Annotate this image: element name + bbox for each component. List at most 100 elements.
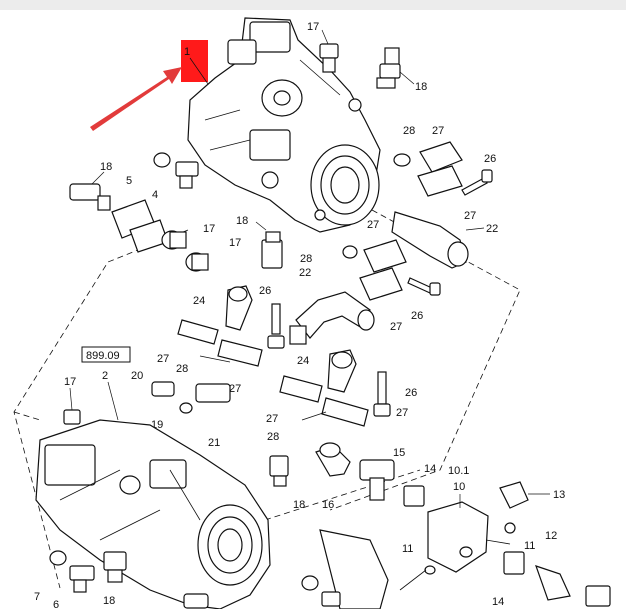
callout-24-mid: 24 (193, 295, 205, 307)
part-28-ring-mid (342, 245, 358, 259)
part-5-washer (153, 152, 171, 168)
part-22-pipe-upper (391, 211, 485, 269)
part-11-rod-right (485, 539, 511, 545)
part-16-elbow (315, 442, 351, 477)
callout-20: 20 (131, 370, 143, 382)
part-17-plug-lower (63, 387, 81, 425)
callout-26-upper: 26 (484, 153, 496, 165)
callout-17-lower: 17 (64, 376, 76, 388)
callout-5: 5 (126, 175, 132, 187)
upper-pump-body (187, 17, 381, 233)
part-4-bolt (175, 161, 199, 189)
callout-27-mid-left-b: 27 (229, 383, 241, 395)
part-7-washer (49, 550, 67, 566)
top-bar (0, 0, 626, 10)
callout-18-lower: 18 (103, 595, 115, 607)
part-17-fitting-mid-b (185, 252, 209, 272)
part-14-fitting-b (503, 551, 525, 575)
callout-17-mid-b: 17 (229, 237, 241, 249)
part-27-clamp-upper (417, 141, 463, 197)
callout-10: 10 (453, 481, 465, 493)
part-26-bolt-mid (407, 277, 441, 296)
part-20-plug (151, 381, 175, 397)
callout-10-1: 10.1 (448, 465, 469, 477)
leader-2 (107, 381, 119, 421)
callout-24-lower: 24 (297, 355, 309, 367)
part-18-fitting-lower (103, 551, 127, 583)
part-18-fitting-lower-mid (269, 455, 289, 487)
clamp-pair-middle (111, 199, 169, 253)
callout-27-upper: 27 (432, 125, 444, 137)
callout-27-upper-c: 27 (367, 219, 379, 231)
callout-26-lower: 26 (405, 387, 417, 399)
callout-14-b: 14 (492, 596, 504, 608)
callout-18-mid: 18 (236, 215, 248, 227)
part-21-fitting (195, 383, 231, 403)
callout-13: 13 (553, 489, 565, 501)
part-18-sensor-mid (255, 221, 283, 269)
callout-27-lower: 27 (266, 413, 278, 425)
part-27-clamp-lower (279, 375, 369, 427)
fitting-lower-right (535, 565, 611, 607)
part-27-clamp-mid (359, 239, 407, 301)
callout-7: 7 (34, 591, 40, 603)
part-27-clamp-mid-left (177, 319, 263, 367)
callout-27-lower-b: 27 (396, 407, 408, 419)
callout-2: 2 (102, 370, 108, 382)
callout-28-mid-left: 28 (176, 363, 188, 375)
part-18-sensor-top (376, 47, 415, 89)
washer-lower (301, 575, 319, 591)
callout-21: 21 (208, 437, 220, 449)
part-17-fitting-mid-a (161, 230, 187, 250)
callout-15: 15 (393, 447, 405, 459)
part-13-cap (499, 481, 550, 509)
part-15-tee (359, 459, 395, 501)
callout-16: 16 (322, 499, 334, 511)
callout-14-a: 14 (424, 463, 436, 475)
callout-11-left: 11 (402, 543, 413, 555)
part-28-pin-lower (301, 411, 327, 421)
part-12-nut (504, 522, 516, 534)
highlight-marker (181, 40, 208, 82)
part-19-ring (179, 402, 193, 414)
callout-18-top: 18 (415, 81, 427, 93)
callout-17-top: 17 (307, 21, 319, 33)
part-14-fitting-a (403, 485, 425, 507)
callout-4: 4 (152, 189, 158, 201)
callout-1: 1 (184, 46, 190, 58)
callout-17-mid-a: 17 (203, 223, 215, 235)
part-6-bolt (69, 565, 95, 593)
callout-27-mid: 27 (390, 321, 402, 333)
callout-27-mid-left: 27 (157, 353, 169, 365)
callout-18-lower-mid: 18 (293, 499, 305, 511)
part-17-plug-top (319, 29, 339, 73)
part-22-elbow-pipe (289, 291, 375, 345)
callout-12: 12 (545, 530, 557, 542)
part-24-elbow-lower (327, 349, 357, 393)
part-11-ring-left (424, 565, 436, 575)
part-10-block (427, 501, 489, 573)
fitting-lower-bottom (183, 593, 209, 609)
callout-22-mid: 22 (299, 267, 311, 279)
leader-1 (189, 57, 209, 85)
reference-box-label: 899.09 (86, 350, 120, 362)
part-18-fitting-left (69, 171, 111, 211)
callout-18-left: 18 (100, 161, 112, 173)
part-26-bolt-lower (373, 371, 391, 417)
callout-27-upper-b: 27 (464, 210, 476, 222)
pointer-arrow (90, 67, 182, 131)
callout-22-upper: 22 (486, 223, 498, 235)
callout-26-mid-b: 26 (259, 285, 271, 297)
part-26-bolt-upper (461, 169, 493, 196)
callout-6: 6 (53, 599, 59, 609)
bolt-lower (321, 591, 341, 607)
callout-28-upper: 28 (403, 125, 415, 137)
callout-11-right: 11 (524, 540, 535, 552)
part-26-bolt-mid-b (267, 303, 285, 349)
callout-28-mid: 28 (300, 253, 312, 265)
callout-28-lower: 28 (267, 431, 279, 443)
part-28-ring-upper (393, 153, 411, 167)
part-24-elbow-mid (225, 285, 253, 331)
lower-pump-body (35, 419, 271, 609)
